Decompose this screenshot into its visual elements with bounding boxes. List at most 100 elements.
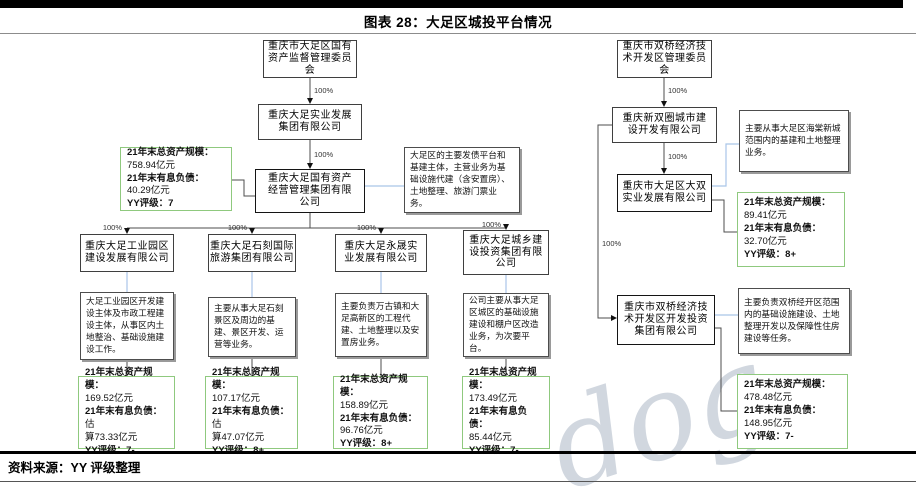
stat-text: 21年末有息负债： bbox=[469, 406, 528, 430]
company-name-line: 设投资集团有限 bbox=[469, 246, 543, 258]
stat-text: YY评级：8+ bbox=[340, 438, 393, 450]
arrowhead bbox=[661, 101, 667, 107]
box-shike-tourism: 重庆大足石刻国际旅游集团有限公司 bbox=[208, 234, 296, 272]
company-name-line: 术开发区开发投资 bbox=[624, 314, 708, 326]
company-name-line: 重庆大足石刻国际 bbox=[210, 241, 294, 253]
stat-text: 32.70亿元 bbox=[744, 235, 787, 247]
ownership-percent-label: 100% bbox=[228, 223, 248, 232]
box-dashuang-shiye: 重庆市大足区大双实业发展有限公司 bbox=[617, 174, 712, 212]
stat-text: 40.29亿元 bbox=[127, 185, 170, 197]
box-chengxiang-invest: 重庆大足城乡建设投资集团有限公司 bbox=[463, 230, 549, 275]
company-name-line: 建设发展有限公司 bbox=[85, 253, 169, 264]
ownership-percent-label: 100% bbox=[668, 152, 688, 161]
stat-text: 85.44亿元 bbox=[469, 431, 512, 443]
company-name-line: 公司 bbox=[299, 196, 321, 208]
stat-text: YY评级：7- bbox=[469, 445, 519, 456]
arrowhead bbox=[249, 228, 255, 234]
company-name-line: 重庆新双圈城市建 bbox=[622, 113, 707, 125]
stat-text: 21年末总资产规模： bbox=[469, 367, 537, 392]
stat-text: 21年末总资产规模： bbox=[127, 146, 214, 158]
connector-line bbox=[597, 124, 612, 319]
company-name-line: 重庆大足实业发展 bbox=[268, 110, 352, 122]
stat-text: 21年末有息负债： bbox=[85, 406, 163, 418]
top-rule bbox=[0, 0, 903, 8]
stat-text: 758.94亿元 bbox=[127, 159, 176, 171]
stat-text: 算73.33亿元 bbox=[85, 431, 138, 443]
stat-text: YY评级：7- bbox=[744, 430, 794, 442]
source-note: 资料来源：YY 评级整理 bbox=[8, 461, 141, 475]
stat-text: 21年末有息负债： bbox=[212, 406, 290, 418]
arrowhead bbox=[307, 163, 313, 169]
connector-line bbox=[712, 143, 739, 187]
stat-text: 21年末有息负债： bbox=[744, 405, 822, 417]
company-name-line: 重庆市双桥经济技 bbox=[624, 302, 708, 314]
ownership-percent-label: 100% bbox=[602, 239, 622, 248]
company-name-line: 设开发有限公司 bbox=[627, 125, 702, 136]
bottom-rule bbox=[0, 481, 916, 482]
note-dazu-soa-mgmt: 大足区的主要发债平台和基建主体，主营业务为基础设施代建（含安置房）、土地整理、旅… bbox=[404, 147, 520, 213]
stat-text: 估 bbox=[212, 418, 222, 430]
stat-text: 158.89亿元 bbox=[340, 399, 389, 411]
note-shike-tourism: 主要从事大足石刻景区及周边的基建、景区开发、运营等业务。 bbox=[208, 297, 296, 357]
stat-text: YY评级：8+ bbox=[212, 445, 264, 456]
stat-text: YY评级：7 bbox=[127, 198, 174, 210]
arrowhead bbox=[124, 228, 130, 234]
note-text: 主要从事大足区海棠新城范围内的基建和土地整理业务。 bbox=[745, 123, 841, 159]
company-name-line: 重庆市双桥经济技 bbox=[622, 41, 707, 53]
company-name-line: 实业发展有限公司 bbox=[622, 193, 707, 204]
box-shuangqiao-committee: 重庆市双桥经济技术开发区管理委员会 bbox=[617, 40, 712, 78]
connector-line bbox=[715, 327, 737, 412]
stat-text: 21年末总资产规模： bbox=[744, 197, 831, 209]
stat-text: 21年末有息负债： bbox=[744, 223, 822, 235]
note-yongsheng: 主要负责万古镇和大足高新区的工程代建、土地整理以及安置房业务。 bbox=[335, 293, 427, 357]
box-dazu-shiye-group: 重庆大足实业发展集团有限公司 bbox=[258, 104, 362, 140]
box-shuangqiao-devinvest-group: 重庆市双桥经济技术开发区开发投资集团有限公司 bbox=[617, 295, 715, 345]
company-name-line: 重庆大足城乡建 bbox=[469, 234, 543, 246]
stat-shike-tourism: 21年末总资产规模：107.17亿元21年末有息负债：估算47.07亿元YY评级… bbox=[205, 367, 298, 456]
box-dazu-soa-mgmt-group: 重庆大足国有资产经营管理集团有限公司 bbox=[255, 169, 365, 213]
stat-text: 21年末总资产规模： bbox=[744, 379, 831, 391]
stat-text: 169.52亿元 bbox=[85, 393, 134, 405]
company-name-line: 会 bbox=[304, 64, 316, 76]
company-name-line: 重庆大足工业园区 bbox=[85, 241, 169, 253]
box-industrial-park: 重庆大足工业园区建设发展有限公司 bbox=[80, 234, 174, 272]
stat-text: 89.41亿元 bbox=[744, 210, 787, 222]
arrowhead bbox=[661, 168, 667, 174]
box-yongsheng: 重庆大足永晟实业发展有限公司 bbox=[335, 234, 427, 272]
company-name-line: 会 bbox=[659, 64, 670, 76]
note-chengxiang-invest: 公司主要从事大足区城区的基础设施建设和棚户区改造业务，为次要平台。 bbox=[463, 293, 549, 357]
ownership-percent-label: 100% bbox=[482, 220, 502, 229]
company-name-line: 重庆市大足区国有 bbox=[268, 41, 352, 53]
stat-text: 478.48亿元 bbox=[744, 392, 793, 404]
arrowhead bbox=[307, 98, 313, 104]
ownership-percent-label: 100% bbox=[314, 86, 334, 95]
company-name-line: 旅游集团有限公司 bbox=[210, 253, 294, 264]
note-shuangqiao-devinvest: 主要负责双桥经开区范围内的基础设施建设、土地整理开发以及保障性住房建设等任务。 bbox=[738, 288, 850, 354]
company-name-line: 集团有限公司 bbox=[634, 325, 698, 337]
stat-text: 96.76亿元 bbox=[340, 425, 383, 437]
note-industrial-park: 大足工业园区开发建设主体及市政工程建设主体，从事区内土地整治、基础设施建设工作。 bbox=[80, 292, 174, 360]
note-dashuang-shiye: 主要从事大足区海棠新城范围内的基建和土地整理业务。 bbox=[739, 110, 849, 172]
ownership-percent-label: 100% bbox=[668, 86, 688, 95]
stat-text: 173.49亿元 bbox=[469, 393, 518, 405]
arrowhead bbox=[611, 315, 617, 321]
arrowhead bbox=[503, 224, 509, 230]
stat-text: 21年末有息负债： bbox=[127, 172, 205, 184]
note-text: 大足工业园区开发建设主体及市政工程建设主体，从事区内土地整治、基础设施建设工作。 bbox=[86, 296, 165, 356]
company-name-line: 重庆市大足区大双 bbox=[622, 181, 707, 193]
note-text: 大足区的主要发债平台和基建主体，主营业务为基础设施代建（含安置房）、土地整理、旅… bbox=[410, 150, 510, 210]
company-name-line: 经营管理集团有限 bbox=[268, 185, 352, 197]
box-xinshuangquan: 重庆新双圈城市建设开发有限公司 bbox=[612, 107, 717, 143]
stat-text: 21年末总资产规模： bbox=[85, 367, 153, 392]
title-divider bbox=[0, 33, 916, 34]
note-text: 主要从事大足石刻景区及周边的基建、景区开发、运营等业务。 bbox=[214, 303, 284, 351]
stat-text: 148.95亿元 bbox=[744, 417, 793, 429]
ownership-percent-label: 100% bbox=[103, 223, 123, 232]
company-name-line: 集团有限公司 bbox=[278, 122, 342, 133]
